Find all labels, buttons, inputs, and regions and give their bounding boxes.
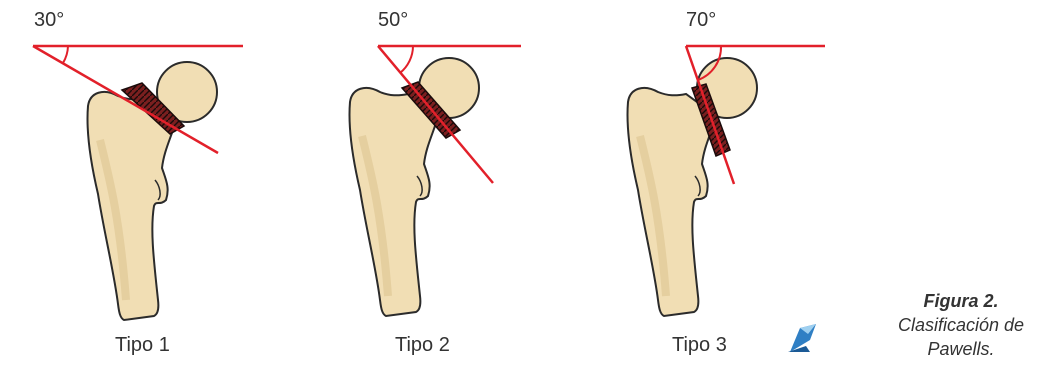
type-label-2: Tipo 2: [395, 334, 450, 356]
angle-label-30: 30°: [34, 9, 64, 31]
panel-tipo-2: 50° Tipo 2: [349, 9, 521, 356]
type-label-3: Tipo 3: [672, 334, 727, 356]
panel-tipo-3: 70° Tipo 3: [627, 9, 825, 356]
panel-tipo-1: 30° Tipo 1: [33, 9, 243, 356]
caption-title: Figura 2.: [868, 289, 1054, 313]
angle-label-50: 50°: [378, 9, 408, 31]
figure-caption: Figura 2. Clasificación de Pawells.: [868, 289, 1054, 361]
watermark-logo-icon: [786, 322, 820, 354]
type-label-1: Tipo 1: [115, 334, 170, 356]
femur-bone-3: [627, 58, 757, 316]
angle-arc-1: [63, 46, 68, 63]
angle-arc-2: [400, 46, 413, 73]
caption-text: Clasificación de Pawells.: [868, 313, 1054, 361]
angle-label-70: 70°: [686, 9, 716, 31]
